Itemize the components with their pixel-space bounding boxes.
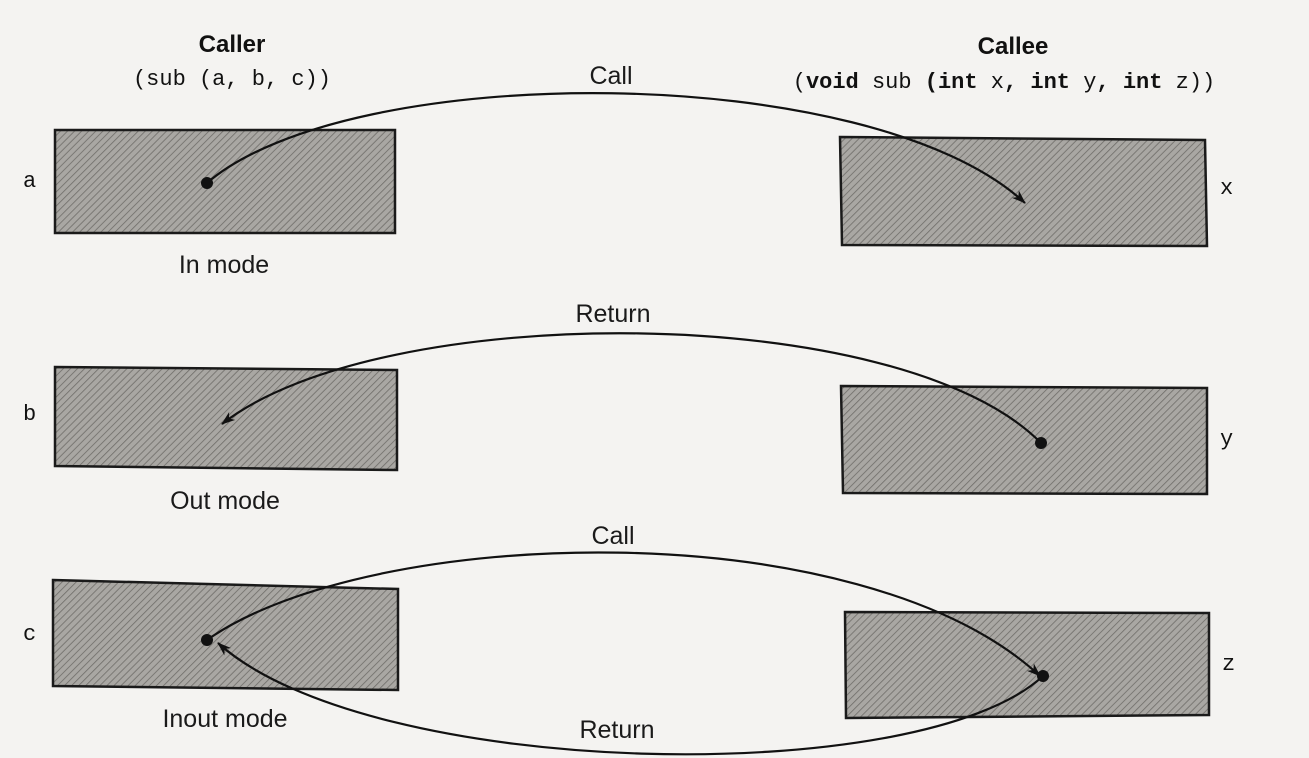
callee-var-x: x bbox=[1220, 176, 1233, 201]
in-mode-call-label: Call bbox=[589, 62, 632, 90]
out-mode-return-label: Return bbox=[575, 300, 650, 328]
callee-box-x bbox=[838, 135, 1209, 248]
callee-signature-part: x bbox=[978, 70, 1004, 95]
callee-signature-part: int bbox=[938, 70, 978, 95]
callee-signature-part: , bbox=[1096, 70, 1122, 95]
callee-signature-part: int bbox=[1123, 70, 1163, 95]
inout-mode-call-arrow bbox=[206, 551, 1041, 677]
callee-box-y bbox=[839, 384, 1209, 496]
caller-heading: Caller bbox=[199, 31, 266, 58]
in-mode-row: a x In mode Call bbox=[23, 62, 1233, 279]
callee-signature-part: int bbox=[1030, 70, 1070, 95]
caller-var-c: c bbox=[23, 622, 36, 647]
callee-signature: (void sub (int x, int y, int z)) bbox=[793, 70, 1216, 95]
inout-mode-return-arrow bbox=[217, 642, 1044, 756]
out-mode-label: Out mode bbox=[170, 487, 280, 515]
callee-var-z: z bbox=[1222, 652, 1235, 677]
in-mode-source-dot bbox=[201, 177, 213, 189]
caller-box-a bbox=[53, 128, 397, 235]
callee-signature-part: y bbox=[1070, 70, 1096, 95]
callee-signature-part: z)) bbox=[1162, 70, 1215, 95]
callee-signature-part: void bbox=[806, 70, 859, 95]
inout-mode-row: c z Inout mode Call Return bbox=[23, 522, 1235, 756]
out-mode-source-dot bbox=[1035, 437, 1047, 449]
out-mode-return-arrow bbox=[221, 332, 1042, 444]
caller-call-expression: (sub (a, b, c)) bbox=[133, 67, 331, 92]
callee-signature-part: ( bbox=[793, 70, 806, 95]
caller-box-b bbox=[53, 365, 399, 472]
callee-signature-part: , bbox=[1004, 70, 1030, 95]
callee-signature-part: ( bbox=[925, 70, 938, 95]
caller-var-b: b bbox=[23, 402, 36, 427]
out-mode-row: b y Out mode Return bbox=[23, 300, 1233, 515]
in-mode-label: In mode bbox=[179, 251, 269, 279]
inout-mode-label: Inout mode bbox=[162, 705, 287, 733]
callee-var-y: y bbox=[1220, 427, 1233, 452]
inout-mode-callee-dot bbox=[1037, 670, 1049, 682]
caller-var-a: a bbox=[23, 169, 36, 194]
callee-heading: Callee bbox=[978, 33, 1049, 60]
callee-signature-part: sub bbox=[859, 70, 925, 95]
inout-mode-return-label: Return bbox=[579, 716, 654, 744]
inout-mode-call-label: Call bbox=[591, 522, 634, 550]
caller-box-c bbox=[51, 578, 400, 692]
in-mode-call-arrow bbox=[206, 92, 1026, 204]
inout-mode-caller-dot bbox=[201, 634, 213, 646]
